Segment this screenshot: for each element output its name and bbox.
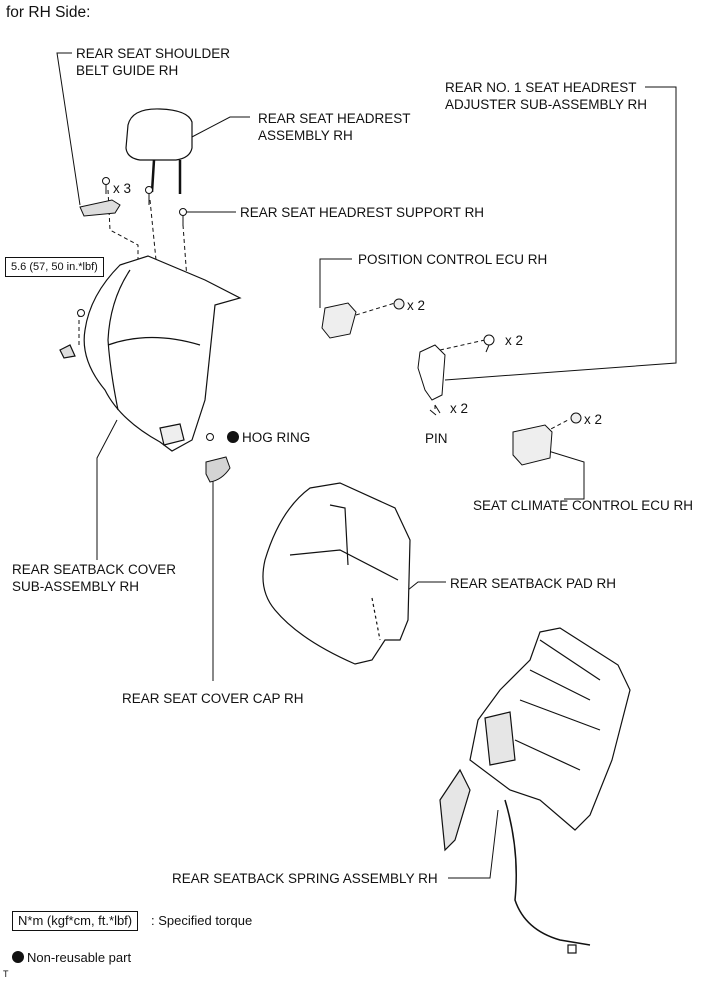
label-seatback-cover: REAR SEATBACK COVER SUB-ASSEMBLY RH: [12, 561, 176, 595]
qty-pins: x 2: [450, 401, 469, 416]
label-line-2: BELT GUIDE RH: [76, 63, 179, 78]
label-seatback-pad: REAR SEATBACK PAD RH: [450, 576, 617, 591]
position-ecu-drawing: [321, 298, 405, 339]
legend-torque-desc: : Specified torque: [151, 913, 253, 928]
non-reusable-dot-icon: [12, 951, 24, 963]
label-line-1: REAR NO. 1 SEAT HEADREST: [445, 80, 637, 95]
hog-ring-text: HOG RING: [242, 430, 311, 445]
climate-ecu-drawing: [512, 412, 582, 466]
cover-cap-drawing: [205, 456, 231, 483]
corner-mark: T: [3, 969, 9, 979]
adjuster-drawing: [417, 334, 495, 416]
label-pin: PIN: [425, 431, 448, 446]
qty-belt-guide-bolts: x 3: [113, 181, 132, 196]
label-line-2: ASSEMBLY RH: [258, 128, 353, 143]
label-headrest-support: REAR SEAT HEADREST SUPPORT RH: [240, 205, 485, 220]
belt-guide-drawing: [79, 199, 121, 217]
qty-adjuster-bolts: x 2: [505, 333, 524, 348]
legend-non-reusable-text: Non-reusable part: [27, 950, 132, 965]
label-headrest-assembly: REAR SEAT HEADREST ASSEMBLY RH: [258, 110, 411, 144]
legend-torque-box: N*m (kgf*cm, ft.*lbf): [12, 911, 139, 931]
label-line-2: ADJUSTER SUB-ASSEMBLY RH: [445, 97, 648, 112]
non-reusable-dot-icon: [227, 431, 239, 443]
label-headrest-adjuster: REAR NO. 1 SEAT HEADREST ADJUSTER SUB-AS…: [445, 79, 647, 113]
label-seat-cover-cap: REAR SEAT COVER CAP RH: [122, 691, 304, 706]
label-line-1: REAR SEAT HEADREST: [258, 111, 411, 126]
seatback-spring-drawing: [439, 627, 631, 954]
label-seat-climate-ecu: SEAT CLIMATE CONTROL ECU RH: [473, 498, 694, 513]
label-shoulder-belt-guide: REAR SEAT SHOULDER BELT GUIDE RH: [76, 45, 230, 79]
seatback-cover-drawing: [59, 255, 242, 452]
leader-spring: [448, 809, 499, 879]
headrest-drawing: [125, 108, 193, 194]
legend-non-reusable: Non-reusable part: [12, 949, 131, 966]
torque-spec-box: 5.6 (57, 50 in.*lbf): [5, 257, 104, 277]
bolts-drawing: [77, 177, 187, 317]
leader-belt-guide: [56, 52, 81, 206]
qty-climate-ecu-nuts: x 2: [584, 412, 603, 427]
leader-climate-ecu: [544, 449, 585, 500]
label-hog-ring: HOG RING: [227, 429, 310, 446]
label-line-1: REAR SEAT SHOULDER: [76, 46, 231, 61]
leader-headrest: [189, 116, 250, 139]
page-heading: for RH Side:: [6, 4, 91, 21]
qty-ecu-nuts: x 2: [407, 298, 426, 313]
label-seatback-spring: REAR SEATBACK SPRING ASSEMBLY RH: [172, 871, 438, 886]
label-line-1: REAR SEATBACK COVER: [12, 562, 177, 577]
leader-position-ecu: [319, 258, 352, 308]
leader-adjuster: [444, 86, 677, 381]
label-line-2: SUB-ASSEMBLY RH: [12, 579, 140, 594]
leader-seatback-cover: [96, 419, 118, 560]
seatback-pad-drawing: [262, 482, 411, 665]
label-position-control-ecu: POSITION CONTROL ECU RH: [358, 252, 548, 267]
